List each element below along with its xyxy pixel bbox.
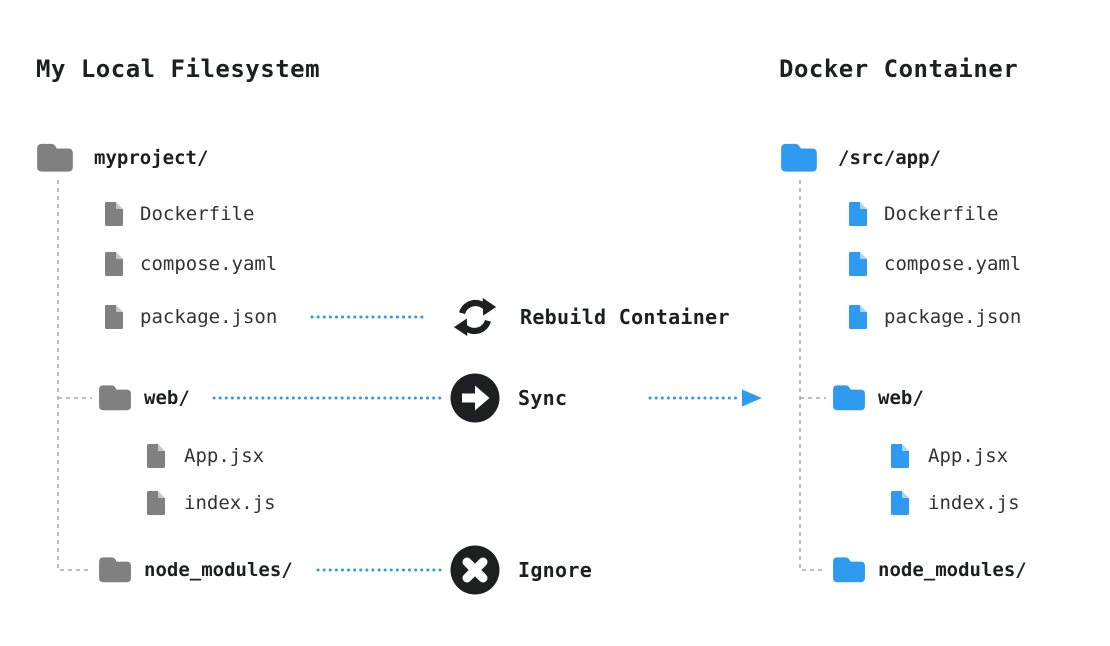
file-icon: [847, 200, 869, 228]
x-circle-icon: [450, 545, 500, 599]
file-label: App.jsx: [184, 445, 265, 467]
file-label: compose.yaml: [140, 253, 278, 275]
folder-icon: [34, 141, 76, 175]
action-sync: Sync: [518, 381, 567, 415]
file-label: package.json: [884, 306, 1022, 328]
file-label: index.js: [184, 492, 276, 514]
tree-row-app-jsx: App.jsx: [145, 439, 264, 473]
file-label: Dockerfile: [140, 203, 255, 225]
tree-row-web: web/: [830, 381, 924, 415]
sync-arrowhead: [742, 389, 762, 407]
action-ignore: Ignore: [518, 553, 592, 587]
folder-label: web/: [144, 387, 190, 409]
action-rebuild: Rebuild Container: [520, 300, 730, 334]
tree-row-node-modules: node_modules/: [96, 553, 293, 587]
local-filesystem-title: My Local Filesystem: [36, 55, 321, 83]
tree-row-dockerfile: Dockerfile: [847, 197, 998, 231]
tree-row-compose-yaml: compose.yaml: [103, 247, 277, 281]
file-icon: [889, 442, 911, 470]
file-label: package.json: [140, 306, 278, 328]
folder-label: /src/app/: [838, 147, 941, 169]
folder-icon: [778, 141, 820, 175]
file-icon: [847, 303, 869, 331]
file-label: index.js: [928, 492, 1020, 514]
file-icon: [145, 489, 167, 517]
file-label: compose.yaml: [884, 253, 1022, 275]
tree-row-node-modules: node_modules/: [830, 553, 1027, 587]
folder-label: node_modules/: [878, 559, 1027, 581]
file-icon: [103, 200, 125, 228]
tree-row-myproject: myproject/: [34, 141, 208, 175]
folder-icon: [830, 383, 868, 413]
tree-row-web: web/: [96, 381, 190, 415]
file-label: Dockerfile: [884, 203, 999, 225]
file-icon: [889, 489, 911, 517]
tree-row-package-json: package.json: [847, 300, 1021, 334]
rotate-icon: [452, 294, 498, 344]
tree-row-app-jsx: App.jsx: [889, 439, 1008, 473]
folder-icon: [830, 555, 868, 585]
ignore-label: Ignore: [518, 558, 593, 582]
tree-row-compose-yaml: compose.yaml: [847, 247, 1021, 281]
rebuild-label: Rebuild Container: [520, 305, 730, 329]
sync-label: Sync: [518, 386, 568, 410]
local-tree-line: [57, 180, 92, 571]
tree-row-index-js: index.js: [145, 486, 276, 520]
file-label: App.jsx: [928, 445, 1009, 467]
file-icon: [145, 442, 167, 470]
container-tree-line: [799, 180, 826, 571]
tree-row-dockerfile: Dockerfile: [103, 197, 254, 231]
tree-row-package-json: package.json: [103, 300, 277, 334]
folder-icon: [96, 383, 134, 413]
tree-row-src-app: /src/app/: [778, 141, 941, 175]
folder-label: myproject/: [94, 147, 209, 169]
file-icon: [103, 303, 125, 331]
folder-label: web/: [878, 387, 924, 409]
tree-row-index-js: index.js: [889, 486, 1020, 520]
docker-container-title: Docker Container: [779, 55, 1019, 83]
file-icon: [103, 250, 125, 278]
file-icon: [847, 250, 869, 278]
folder-icon: [96, 555, 134, 585]
arrow-right-circle-icon: [450, 373, 500, 427]
folder-label: node_modules/: [144, 559, 293, 581]
